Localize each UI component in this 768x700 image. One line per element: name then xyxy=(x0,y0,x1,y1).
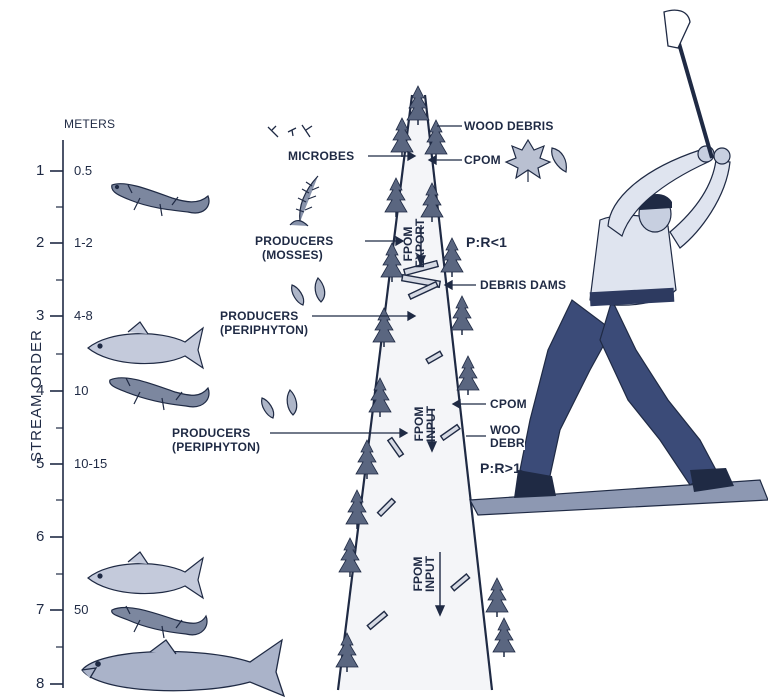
width-label: 10-15 xyxy=(74,456,107,471)
input-text: INPUT xyxy=(425,400,437,448)
cpom-label: CPOM xyxy=(490,398,527,411)
order-tick-6: 6 xyxy=(36,528,44,545)
trout-icon xyxy=(88,552,203,598)
producers-label: PRODUCERS xyxy=(172,427,250,440)
meters-header: METERS xyxy=(64,118,115,131)
order-tick-7: 7 xyxy=(36,601,44,618)
diatom-icon xyxy=(262,278,325,418)
axis-minor-ticks xyxy=(56,207,63,647)
order-tick-5: 5 xyxy=(36,455,44,472)
salamander-icon xyxy=(112,606,207,638)
order-tick-2: 2 xyxy=(36,234,44,251)
leaf-icon xyxy=(506,140,566,182)
width-label: 1-2 xyxy=(74,235,93,250)
width-label: 0.5 xyxy=(74,163,92,178)
order-tick-1: 1 xyxy=(36,162,44,179)
axe-icon xyxy=(678,40,712,158)
pr-ratio-high: P:R>1 xyxy=(480,462,521,475)
wood-debris-label: DEBR xyxy=(490,437,525,450)
order-tick-8: 8 xyxy=(36,675,44,692)
wood-debris-label: WOOD DEBRIS xyxy=(464,120,554,133)
width-label: 10 xyxy=(74,383,88,398)
producers-label: PRODUCERS xyxy=(255,235,333,248)
pr-ratio-low: P:R<1 xyxy=(466,236,507,249)
periphyton-label: (PERIPHYTON) xyxy=(172,441,260,454)
trout-icon xyxy=(88,322,203,368)
moss-icon xyxy=(290,176,319,226)
debris-dams-label: DEBRIS DAMS xyxy=(480,279,566,292)
stream-channel xyxy=(338,95,492,690)
fpom-export-label: FPOM EXPORT xyxy=(402,220,426,268)
periphyton-label: (PERIPHYTON) xyxy=(220,324,308,337)
salamander-icon xyxy=(110,378,209,410)
input-text: INPUT xyxy=(424,548,436,600)
microbes-icon xyxy=(268,125,312,137)
cpom-label: CPOM xyxy=(464,154,501,167)
order-tick-4: 4 xyxy=(36,382,44,399)
export-text: EXPORT xyxy=(414,220,426,268)
fpom-input-label: FPOM INPUT xyxy=(412,548,436,600)
mosses-label: (MOSSES) xyxy=(262,249,323,262)
salamander-icon xyxy=(112,184,209,216)
width-label: 4-8 xyxy=(74,308,93,323)
fpom-input-label: FPOM INPUT xyxy=(413,400,437,448)
width-label: 50 xyxy=(74,602,88,617)
microbes-label: MICROBES xyxy=(288,150,354,163)
producers-label: PRODUCERS xyxy=(220,310,298,323)
trout-icon xyxy=(82,640,284,696)
order-tick-3: 3 xyxy=(36,307,44,324)
